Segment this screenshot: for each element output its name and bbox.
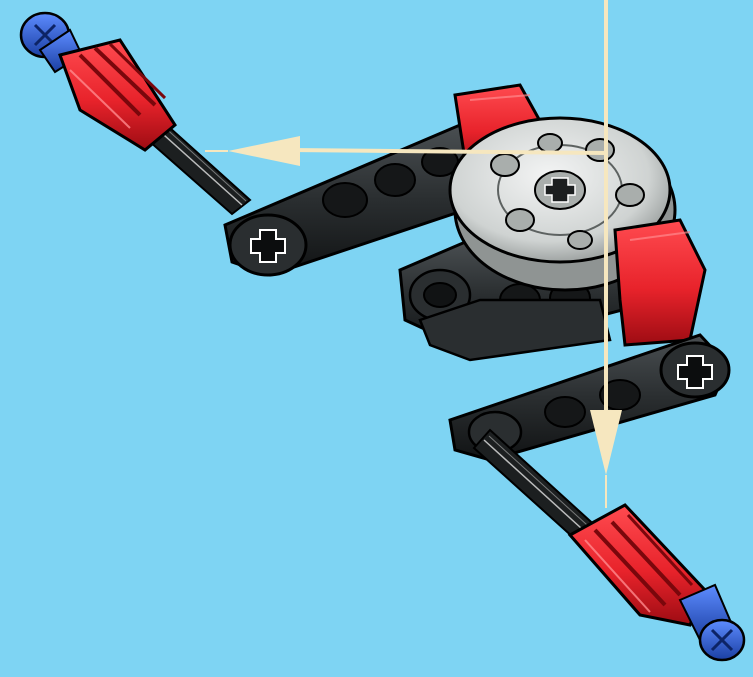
lower-red-connector	[615, 220, 705, 345]
upper-bush	[60, 40, 175, 150]
